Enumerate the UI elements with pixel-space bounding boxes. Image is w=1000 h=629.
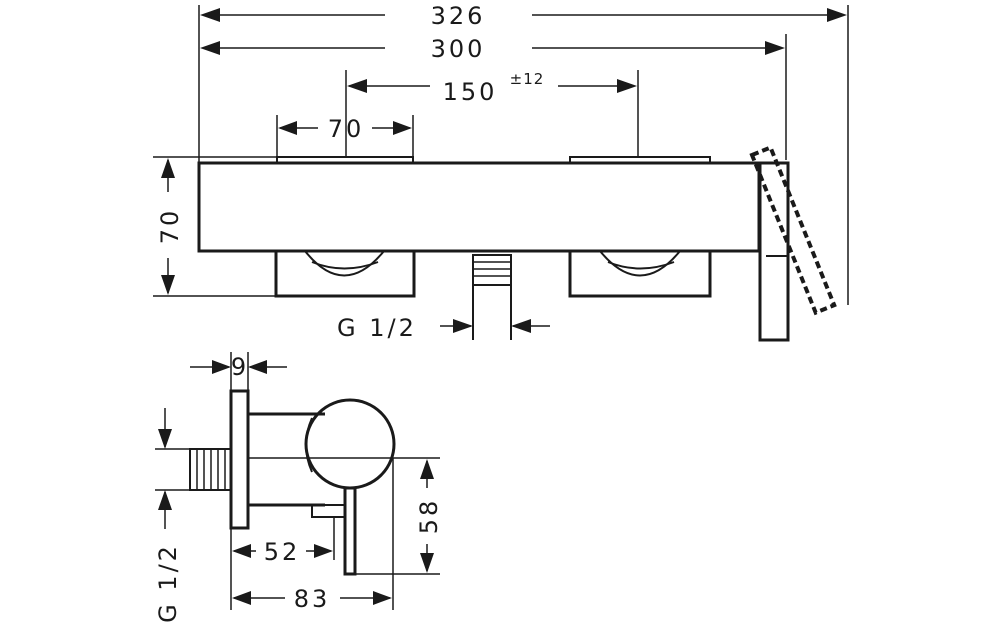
side-body: [248, 412, 325, 507]
dim-side-depth-short-label: 52: [264, 538, 301, 566]
dim-connection-top: G 1/2: [337, 314, 550, 342]
side-view: [155, 389, 440, 576]
dim-side-thickness-label: 9: [231, 353, 249, 381]
side-handle-knob: [304, 398, 396, 490]
dim-side-height-label: 58: [415, 498, 443, 535]
dim-handle-width-label: 70: [328, 115, 365, 143]
dim-side-height: 58: [415, 459, 443, 573]
front-view: [197, 144, 837, 342]
dim-side-thickness: 9: [190, 353, 287, 381]
wall-plate: [229, 389, 250, 530]
side-extension-lines: [230, 352, 394, 610]
dim-body-height-label: 70: [156, 208, 184, 245]
dim-connection-top-label: G 1/2: [337, 314, 417, 342]
dim-center-distance: 150 ±12: [347, 70, 637, 106]
dim-center-tolerance-label: ±12: [510, 70, 545, 88]
dim-side-depth-long: 83: [232, 585, 392, 613]
left-grip: [304, 250, 385, 277]
dim-body-height: 70: [156, 158, 184, 295]
dim-overall-width: 326: [200, 2, 847, 30]
left-lower-handle: [274, 251, 416, 298]
front-extension-lines: [153, 5, 849, 305]
lever-rotated-position: [749, 144, 837, 316]
dim-body-width: 300: [200, 35, 785, 63]
right-lower-handle: [568, 251, 712, 298]
dim-side-depth-long-label: 83: [294, 585, 331, 613]
left-grip-inner: [311, 261, 379, 270]
dim-body-width-label: 300: [431, 35, 486, 63]
right-grip: [599, 250, 681, 277]
dim-overall-width-label: 326: [431, 2, 486, 30]
right-grip-inner: [607, 261, 675, 270]
dim-center-distance-label: 150: [443, 78, 498, 106]
right-top-cap: [569, 156, 711, 164]
mixer-body: [197, 161, 761, 253]
dim-handle-width: 70: [278, 115, 412, 143]
dim-connection-side: G 1/2: [154, 408, 182, 623]
left-top-cap: [276, 156, 414, 164]
outlet-connector: [472, 254, 512, 286]
dim-connection-side-label: G 1/2: [154, 543, 182, 623]
side-lever-plate: [758, 161, 790, 342]
side-lever-stem: [343, 486, 357, 576]
dim-side-depth-short: 52: [232, 538, 333, 566]
